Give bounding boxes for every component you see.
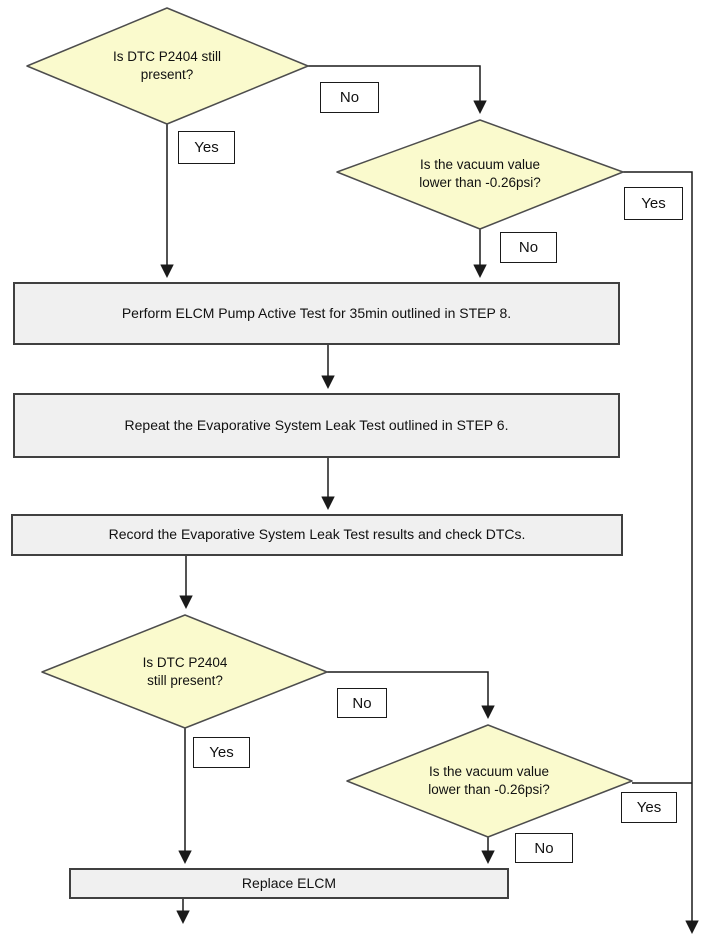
process-box-perform-elcm-pump-test: Perform ELCM Pump Active Test for 35min … [13,282,620,345]
process-3-label: Record the Evaporative System Leak Test … [108,526,526,543]
label-no-2: No [500,232,557,263]
process-1-label: Perform ELCM Pump Active Test for 35min … [121,304,512,321]
decision-diamond-3 [41,614,328,729]
label-yes-2: Yes [624,187,683,220]
decision-3-text: Is DTC P2404 still present? [85,644,285,700]
decision-1-line1: Is DTC P2404 still [112,49,222,65]
process-box-record-leak-test-results: Record the Evaporative System Leak Test … [11,514,623,556]
label-yes-4: Yes [621,792,677,823]
connector-d2-yes-right-rail [623,171,699,935]
label-yes-3-text: Yes [209,744,234,761]
decision-2-text: Is the vacuum value lower than -0.26psi? [380,146,580,202]
label-no-4: No [515,833,573,863]
label-yes-1: Yes [178,131,235,164]
label-no-3: No [337,688,387,718]
process-4-label: Replace ELCM [241,874,337,891]
process-box-repeat-leak-test: Repeat the Evaporative System Leak Test … [13,393,620,458]
decision-4-text: Is the vacuum value lower than -0.26psi? [389,753,589,809]
decision-diamond-2 [336,119,624,230]
decision-2-line2: lower than -0.26psi? [419,175,541,190]
decision-2-line1: Is the vacuum value [419,157,541,173]
label-no-3-text: No [352,694,372,712]
label-yes-4-text: Yes [636,799,662,816]
decision-diamond-4 [346,724,633,838]
process-box-replace-elcm: Replace ELCM [69,868,509,899]
connector-d1-no-to-d2 [308,65,487,115]
label-no-1-text: No [339,89,360,106]
decision-3-line1: Is DTC P2404 [142,655,228,671]
decision-1-line2: present? [140,67,194,82]
label-yes-3: Yes [193,737,250,768]
label-yes-1-text: Yes [194,139,219,156]
decision-4-line1: Is the vacuum value [428,764,550,780]
decision-3-line2: still present? [147,673,223,688]
process-2-label: Repeat the Evaporative System Leak Test … [124,416,509,433]
decision-diamond-1 [26,7,309,125]
connector-d3-no-to-d4 [327,671,495,720]
decision-4-line2: lower than -0.26psi? [428,782,550,797]
label-yes-2-text: Yes [641,195,666,212]
label-no-4-text: No [534,839,554,857]
label-no-1: No [320,82,379,113]
decision-1-text: Is DTC P2404 still present? [67,38,267,94]
label-no-2-text: No [518,239,539,256]
